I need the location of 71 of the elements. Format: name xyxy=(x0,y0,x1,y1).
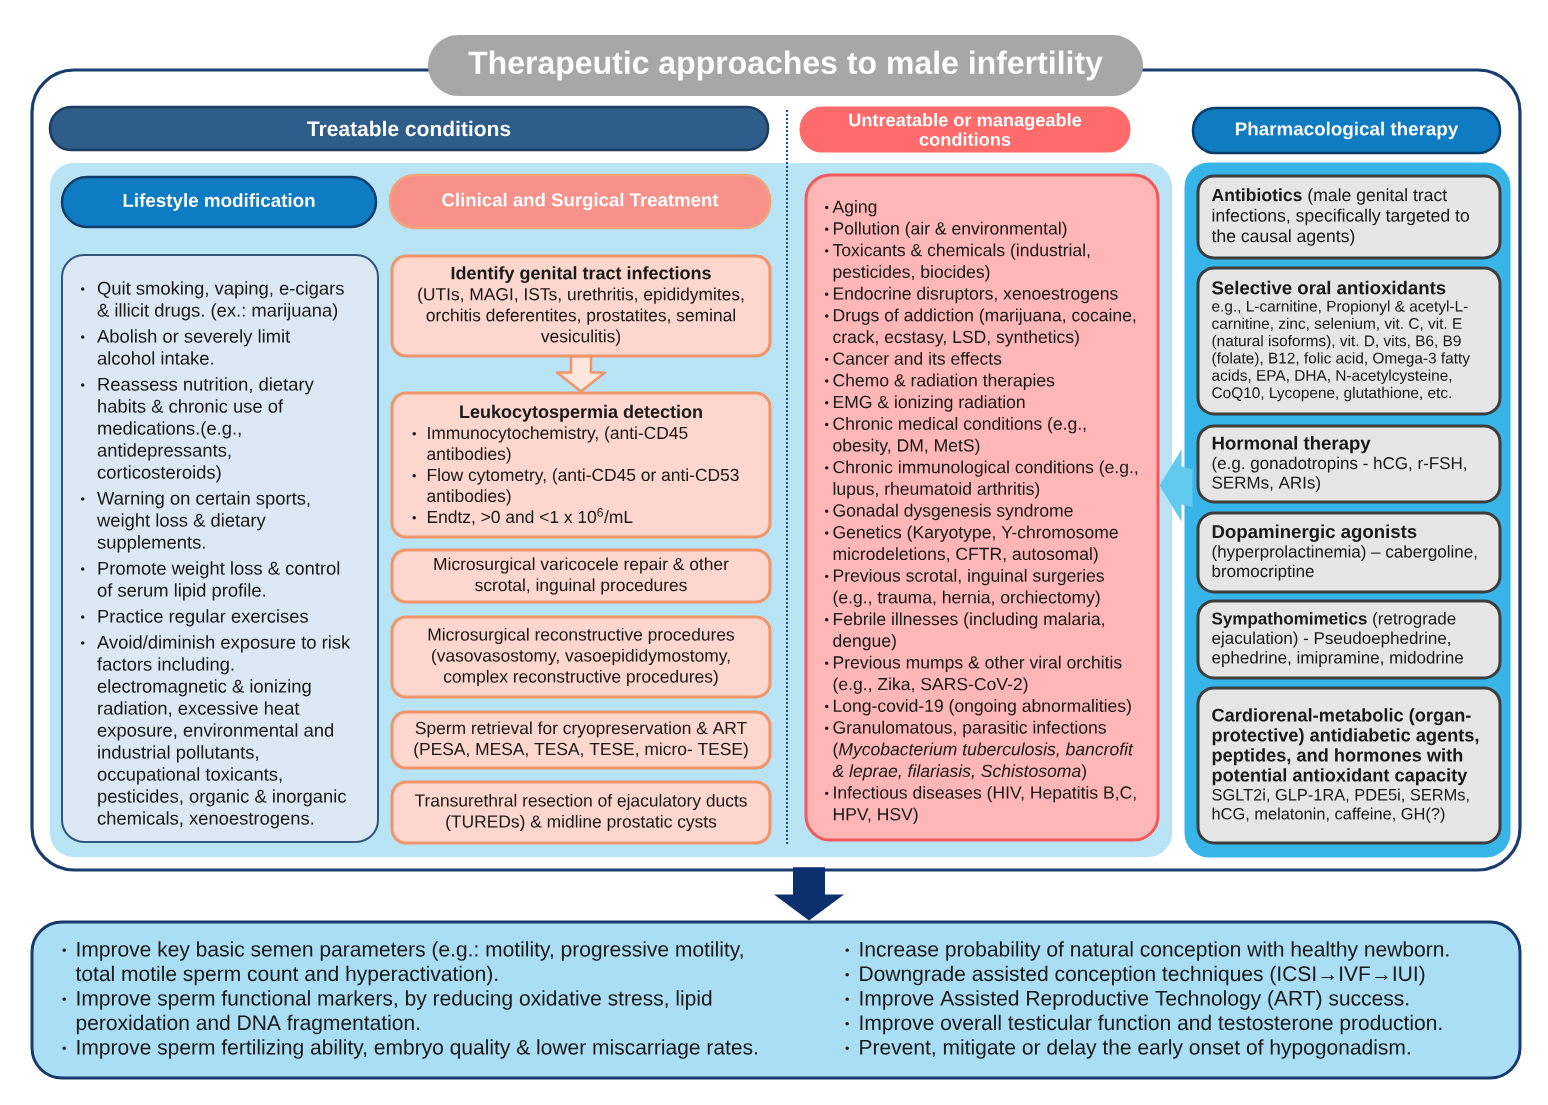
list-item: Improve overall testicular function and testosterone production. xyxy=(860,1014,1442,1035)
box-text: e.g., L-carnitine, Propionyl & acetyl-L- carnitine, zinc, selenium, vit. C, vit. E (natural isoforms), vit. D, vits, B6, B9 (folate), B12, folic acid, Omega-3 fatty acids, EPA, DHA, N-acetylcysteine, CoQ10, Lycopene, glutathione, etc. xyxy=(1212,300,1470,402)
list-item: Warning on certain sports, weight loss & dietary supplements. xyxy=(97,491,310,553)
box-text: (hyperprolactinemia) – cabergoline, bromocriptine xyxy=(1212,545,1477,581)
block-arrow xyxy=(774,867,844,921)
therapy-box xyxy=(1196,511,1502,594)
list-item: Avoid/diminish exposure to risk factors including. electromagnetic & ionizing radiation, excessive heat exposure, environmental and industrial pollutants, occupational toxicants, pesticides, organic & inorganic chemicals, xenoestrogens. xyxy=(97,635,351,829)
list-item: Granulomatous, parasitic infections (Mycobacterium tuberculosis, bancrofit & leprae, filariasis, Schistosoma) xyxy=(832,720,1134,781)
title-banner: Therapeutic approaches to male infertility xyxy=(428,35,1143,96)
chevron-arrow xyxy=(1159,449,1193,522)
list-item: Febrile illnesses (including malaria, dengue) xyxy=(833,612,1104,651)
treatment-box: Sperm retrieval for cryopreservation & ART (PESA, MESA, TESA, TESE, micro- TESE) xyxy=(390,710,772,770)
section-banner: Untreatable or manageable conditions xyxy=(799,106,1131,153)
list-item: Downgrade assisted conception techniques (ICSI→IVF→IUI) xyxy=(860,965,1425,986)
list-item: Chronic immunological conditions (e.g., lupus, rheumatoid arthritis) xyxy=(833,460,1138,499)
category-banner: Lifestyle modification xyxy=(60,175,378,229)
list-item: Quit smoking, vaping, e-cigars & illicit drugs. (ex.: marijuana) xyxy=(97,281,344,321)
list-item: Previous scrotal, inguinal surgeries (e.g., trauma, hernia, orchiectomy) xyxy=(833,568,1104,607)
list-item: Endocrine disruptors, xenoestrogens xyxy=(833,286,1118,304)
list-item: Flow cytometry, (anti-CD45 or anti-CD53 antibodies) xyxy=(427,468,739,506)
list-item: Genetics (Karyotype, Y-chromosome microdeletions, CFTR, autosomal) xyxy=(833,525,1118,564)
treatment-box xyxy=(390,391,772,539)
list-item: Aging xyxy=(832,200,877,217)
list-item: Promote weight loss & control of serum lipid profile. xyxy=(97,561,340,601)
therapy-box: Antibiotics (male genital tract infections, specifically targeted to the causal agents) xyxy=(1196,174,1502,260)
outcome-box xyxy=(30,920,1522,1080)
treatment-box: Microsurgical reconstructive procedures (vasovasostomy, vasoepididymostomy, complex reconstructive procedures) xyxy=(390,615,772,699)
treatment-box xyxy=(390,254,772,358)
box-heading: Leukocytospermia detection xyxy=(460,404,702,422)
category-banner: Clinical and Surgical Treatment xyxy=(388,173,772,230)
list-item: Cancer and its effects xyxy=(833,351,1002,365)
box-text: SGLT2i, GLP-1RA, PDE5i, SERMs, hCG, melatonin, caffeine, GH(?) xyxy=(1212,788,1469,823)
list-item: Increase probability of natural conception with healthy newborn. xyxy=(860,941,1449,961)
list-item: Long-covid-19 (ongoing abnormalities) xyxy=(833,699,1131,716)
list-item: Chemo & radiation therapies xyxy=(833,373,1055,390)
list-item: Improve sperm fertilizing ability, embryo quality & lower miscarriage rates. xyxy=(77,1039,757,1059)
list-item: Immunocytochemistry, (anti-CD45 antibodies) xyxy=(427,426,688,464)
therapy-box xyxy=(1196,686,1502,845)
list-box xyxy=(61,254,379,843)
box-text: (e.g. gonadotropins - hCG, r-FSH, SERMs, ARIs) xyxy=(1212,456,1466,492)
therapy-box xyxy=(1196,424,1502,504)
therapy-box: Sympathomimetics (retrograde ejaculation) - Pseudoephedrine, ephedrine, imipramine, midodrine xyxy=(1196,599,1502,680)
list-item: Toxicants & chemicals (industrial, pesticides, biocides) xyxy=(832,243,1090,282)
list-item: Gonadal dysgenesis syndrome xyxy=(833,503,1073,521)
section-banner: Treatable conditions xyxy=(48,105,770,152)
list-item: Endtz, >0 and <1 x 10$^{6}$/mL xyxy=(427,508,633,526)
list-item: Practice regular exercises xyxy=(98,609,308,627)
block-arrow xyxy=(555,355,607,393)
list-item: Abolish or severely limit alcohol intake. xyxy=(97,329,291,365)
list-item: Prevent, mitigate or delay the early onset of hypogonadism. xyxy=(860,1039,1410,1059)
box-text: (UTIs, MAGI, ISTs, urethritis, epididymites, orchitis deferentites, prostatites, seminal vesiculitis) xyxy=(418,287,744,346)
box-heading: Dopaminergic agonists xyxy=(1212,524,1417,542)
list-item: Previous mumps & other viral orchitis (e.g., Zika, SARS-CoV-2) xyxy=(833,655,1122,694)
list-item: Improve Assisted Reproductive Technology (ART) success. xyxy=(860,990,1409,1010)
list-item: EMG & ionizing radiation xyxy=(833,395,1025,412)
list-item: Chronic medical conditions (e.g., obesity, DM, MetS) xyxy=(833,417,1086,456)
list-item: Infectious diseases (HIV, Hepatitis B,C, HPV, HSV) xyxy=(833,785,1136,824)
list-item: Drugs of addiction (marijuana, cocaine, crack, ecstasy, LSD, synthetics) xyxy=(833,308,1136,347)
list-item: Improve key basic semen parameters (e.g.: motility, progressive motility, total motile sperm count and hyperactivation). xyxy=(75,941,743,986)
list-box xyxy=(804,173,1160,842)
box-heading: Identify genital tract infections xyxy=(451,266,711,284)
section-banner: Pharmacological therapy xyxy=(1191,106,1502,155)
box-heading: Selective oral antioxidants xyxy=(1212,280,1446,295)
list-item: Reassess nutrition, dietary habits & chronic use of medications.(e.g., antidepressants, corticosteroids) xyxy=(97,377,314,483)
list-item: Pollution (air & environmental) xyxy=(833,221,1067,239)
therapy-box xyxy=(1196,266,1502,416)
box-heading: Hormonal therapy xyxy=(1212,436,1371,454)
treatment-box: Transurethral resection of ejaculatory ducts (TUREDs) & midline prostatic cysts xyxy=(390,780,772,845)
box-heading: Cardiorenal-metabolic (organ- protective) antidiabetic agents, peptides, and hormones with potential antioxidant capacity xyxy=(1212,708,1479,786)
treatment-box: Microsurgical varicocele repair & other scrotal, inguinal procedures xyxy=(390,548,772,604)
list-item: Improve sperm functional markers, by reducing oxidative stress, lipid peroxidation and DNA fragmentation. xyxy=(76,990,712,1035)
